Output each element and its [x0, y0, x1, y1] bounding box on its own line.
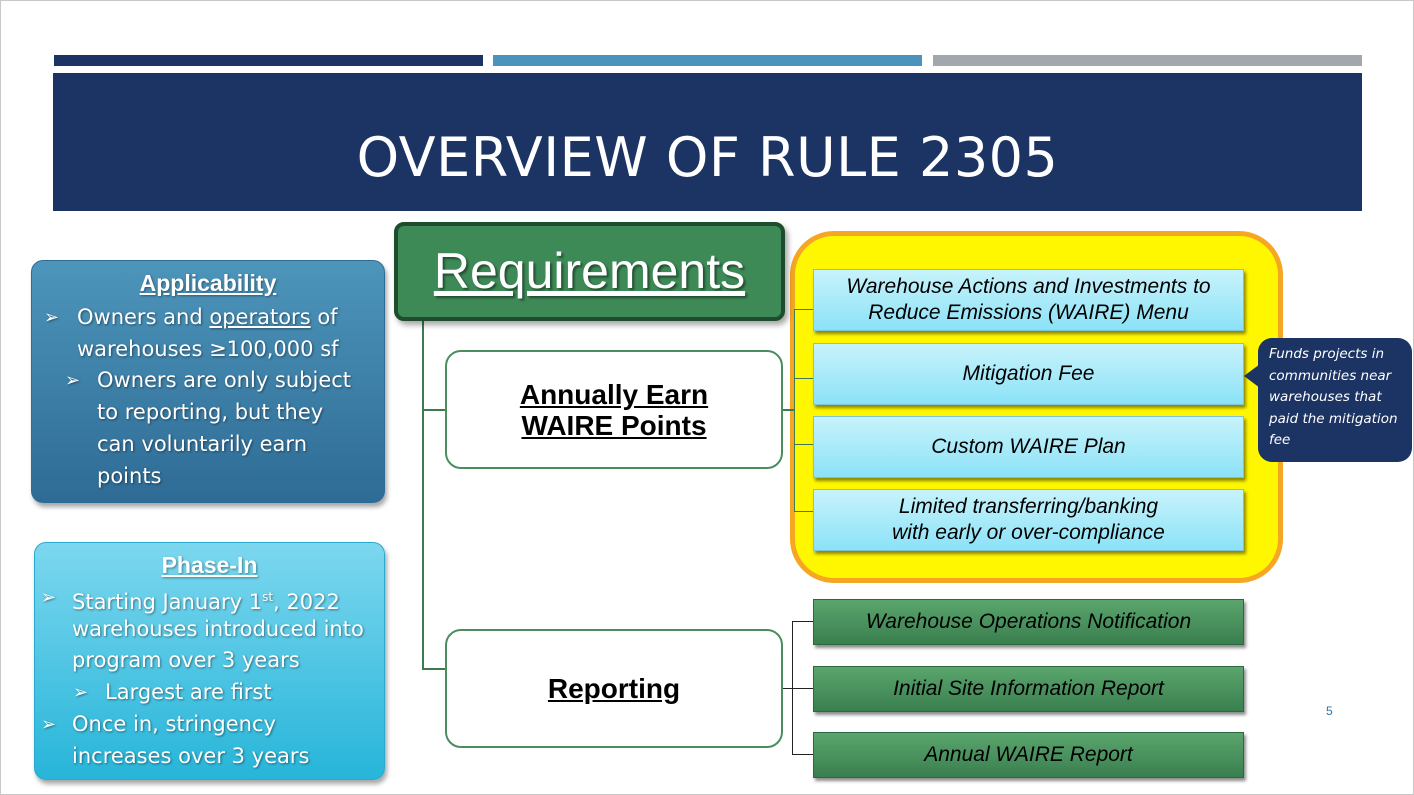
- applicability-line-1-post: of: [310, 305, 338, 329]
- options-bracket-line: [794, 309, 795, 512]
- accent-bar-gray: [933, 55, 1362, 66]
- phase-in-title: Phase-In: [161, 552, 258, 578]
- applicability-line-6: points: [97, 464, 162, 488]
- callout-line: Funds projects in: [1269, 346, 1385, 362]
- reporting-label: Reporting: [547, 673, 681, 704]
- applicability-box: Applicability ➢ Owners and operators of …: [31, 260, 385, 503]
- annual-line-1: Annually Earn: [519, 379, 709, 410]
- requirements-title: Requirements: [433, 243, 746, 299]
- callout-line: communities near: [1269, 367, 1392, 384]
- reports-tick: [792, 621, 813, 622]
- mitigation-fee-text: Mitigation Fee: [814, 361, 1243, 387]
- report-item: Initial Site Information Report: [813, 666, 1244, 712]
- waire-menu-line-1: Warehouse Actions and Investments to: [846, 275, 1211, 298]
- tree-branch-annual: [422, 409, 446, 411]
- phase-in-line-2: warehouses introduced into: [72, 617, 364, 641]
- applicability-line-1-underlined: operators: [209, 305, 311, 329]
- waire-menu-line-2: Reduce Emissions (WAIRE) Menu: [868, 301, 1189, 324]
- tree-branch-reporting: [422, 668, 446, 670]
- arrow-bullet-icon: ➢: [44, 307, 60, 327]
- accent-bar-blue: [493, 55, 922, 66]
- page-number: 5: [1326, 704, 1333, 718]
- applicability-line-2: warehouses ≥100,000 sf: [77, 337, 339, 361]
- phase-in-line-1: Starting January 1st, 2022: [72, 581, 340, 618]
- reports-tick: [792, 754, 813, 755]
- requirements-box: Requirements: [394, 222, 785, 321]
- mitigation-fee-callout: Funds projects in communities near wareh…: [1258, 338, 1412, 462]
- mitigation-fee-label: Mitigation Fee: [962, 362, 1095, 385]
- arrow-bullet-icon: ➢: [41, 587, 57, 607]
- tree-trunk-line: [422, 319, 424, 669]
- report-item: Annual WAIRE Report: [813, 732, 1244, 778]
- applicability-line-4: to reporting, but they: [97, 400, 324, 424]
- applicability-line-1-pre: Owners and: [77, 305, 210, 329]
- transfer-banking-line-1: Limited transferring/banking: [898, 495, 1159, 518]
- mitigation-fee-option: Mitigation Fee: [813, 343, 1244, 405]
- reporting-connector: [783, 688, 793, 689]
- custom-waire-plan-option: Custom WAIRE Plan: [813, 416, 1244, 478]
- reports-tick: [792, 688, 813, 689]
- waire-menu-text: Warehouse Actions and Investments to Red…: [814, 274, 1243, 326]
- report-item: Warehouse Operations Notification: [813, 599, 1244, 645]
- annual-connector: [783, 409, 794, 411]
- applicability-line-3: Owners are only subject: [97, 368, 352, 392]
- callout-pointer: [1244, 364, 1260, 388]
- applicability-line-5: can voluntarily earn: [97, 432, 307, 456]
- annual-waire-points-box: Annually Earn WAIRE Points: [445, 350, 783, 469]
- options-tick: [794, 378, 813, 379]
- callout-text: Funds projects in communities near wareh…: [1269, 344, 1406, 452]
- phase-in-line-6: increases over 3 years: [72, 744, 310, 768]
- accent-bar-navy: [54, 55, 483, 66]
- title-band: OVERVIEW OF RULE 2305: [53, 73, 1362, 211]
- options-tick: [794, 511, 813, 512]
- arrow-bullet-icon: ➢: [65, 370, 81, 390]
- annual-line-2: WAIRE Points: [521, 410, 707, 441]
- arrow-bullet-icon: ➢: [41, 714, 57, 734]
- transfer-banking-text: Limited transferring/banking with early …: [814, 494, 1243, 546]
- phase-in-box: Phase-In ➢ Starting January 1st, 2022 wa…: [34, 542, 385, 780]
- report-annual-waire: Annual WAIRE Report: [924, 743, 1133, 766]
- callout-line: paid the mitigation: [1269, 410, 1398, 427]
- options-tick: [794, 309, 813, 310]
- transfer-banking-line-2: with early or over-compliance: [892, 521, 1165, 544]
- waire-menu-option: Warehouse Actions and Investments to Red…: [813, 269, 1244, 331]
- custom-waire-plan-label: Custom WAIRE Plan: [931, 435, 1126, 458]
- callout-line: warehouses that: [1269, 389, 1382, 405]
- report-operations-notification: Warehouse Operations Notification: [865, 610, 1192, 633]
- reporting-box: Reporting: [445, 629, 783, 748]
- transfer-banking-option: Limited transferring/banking with early …: [813, 489, 1244, 551]
- phase-in-line-5: Once in, stringency: [72, 712, 276, 736]
- report-initial-site-information: Initial Site Information Report: [893, 677, 1164, 700]
- phase-in-line-1-sup: st: [262, 590, 274, 604]
- slide-title: OVERVIEW OF RULE 2305: [356, 126, 1059, 189]
- options-tick: [794, 444, 813, 445]
- applicability-title: Applicability: [139, 270, 277, 296]
- arrow-bullet-icon: ➢: [73, 682, 89, 702]
- callout-line: fee: [1269, 432, 1291, 448]
- custom-waire-plan-text: Custom WAIRE Plan: [814, 434, 1243, 460]
- applicability-line-1: Owners and operators of: [77, 301, 338, 333]
- phase-in-line-1-post: , 2022: [273, 590, 340, 614]
- phase-in-line-3: program over 3 years: [72, 648, 300, 672]
- phase-in-line-1-pre: Starting January 1: [72, 590, 263, 614]
- phase-in-line-4: Largest are first: [105, 680, 272, 704]
